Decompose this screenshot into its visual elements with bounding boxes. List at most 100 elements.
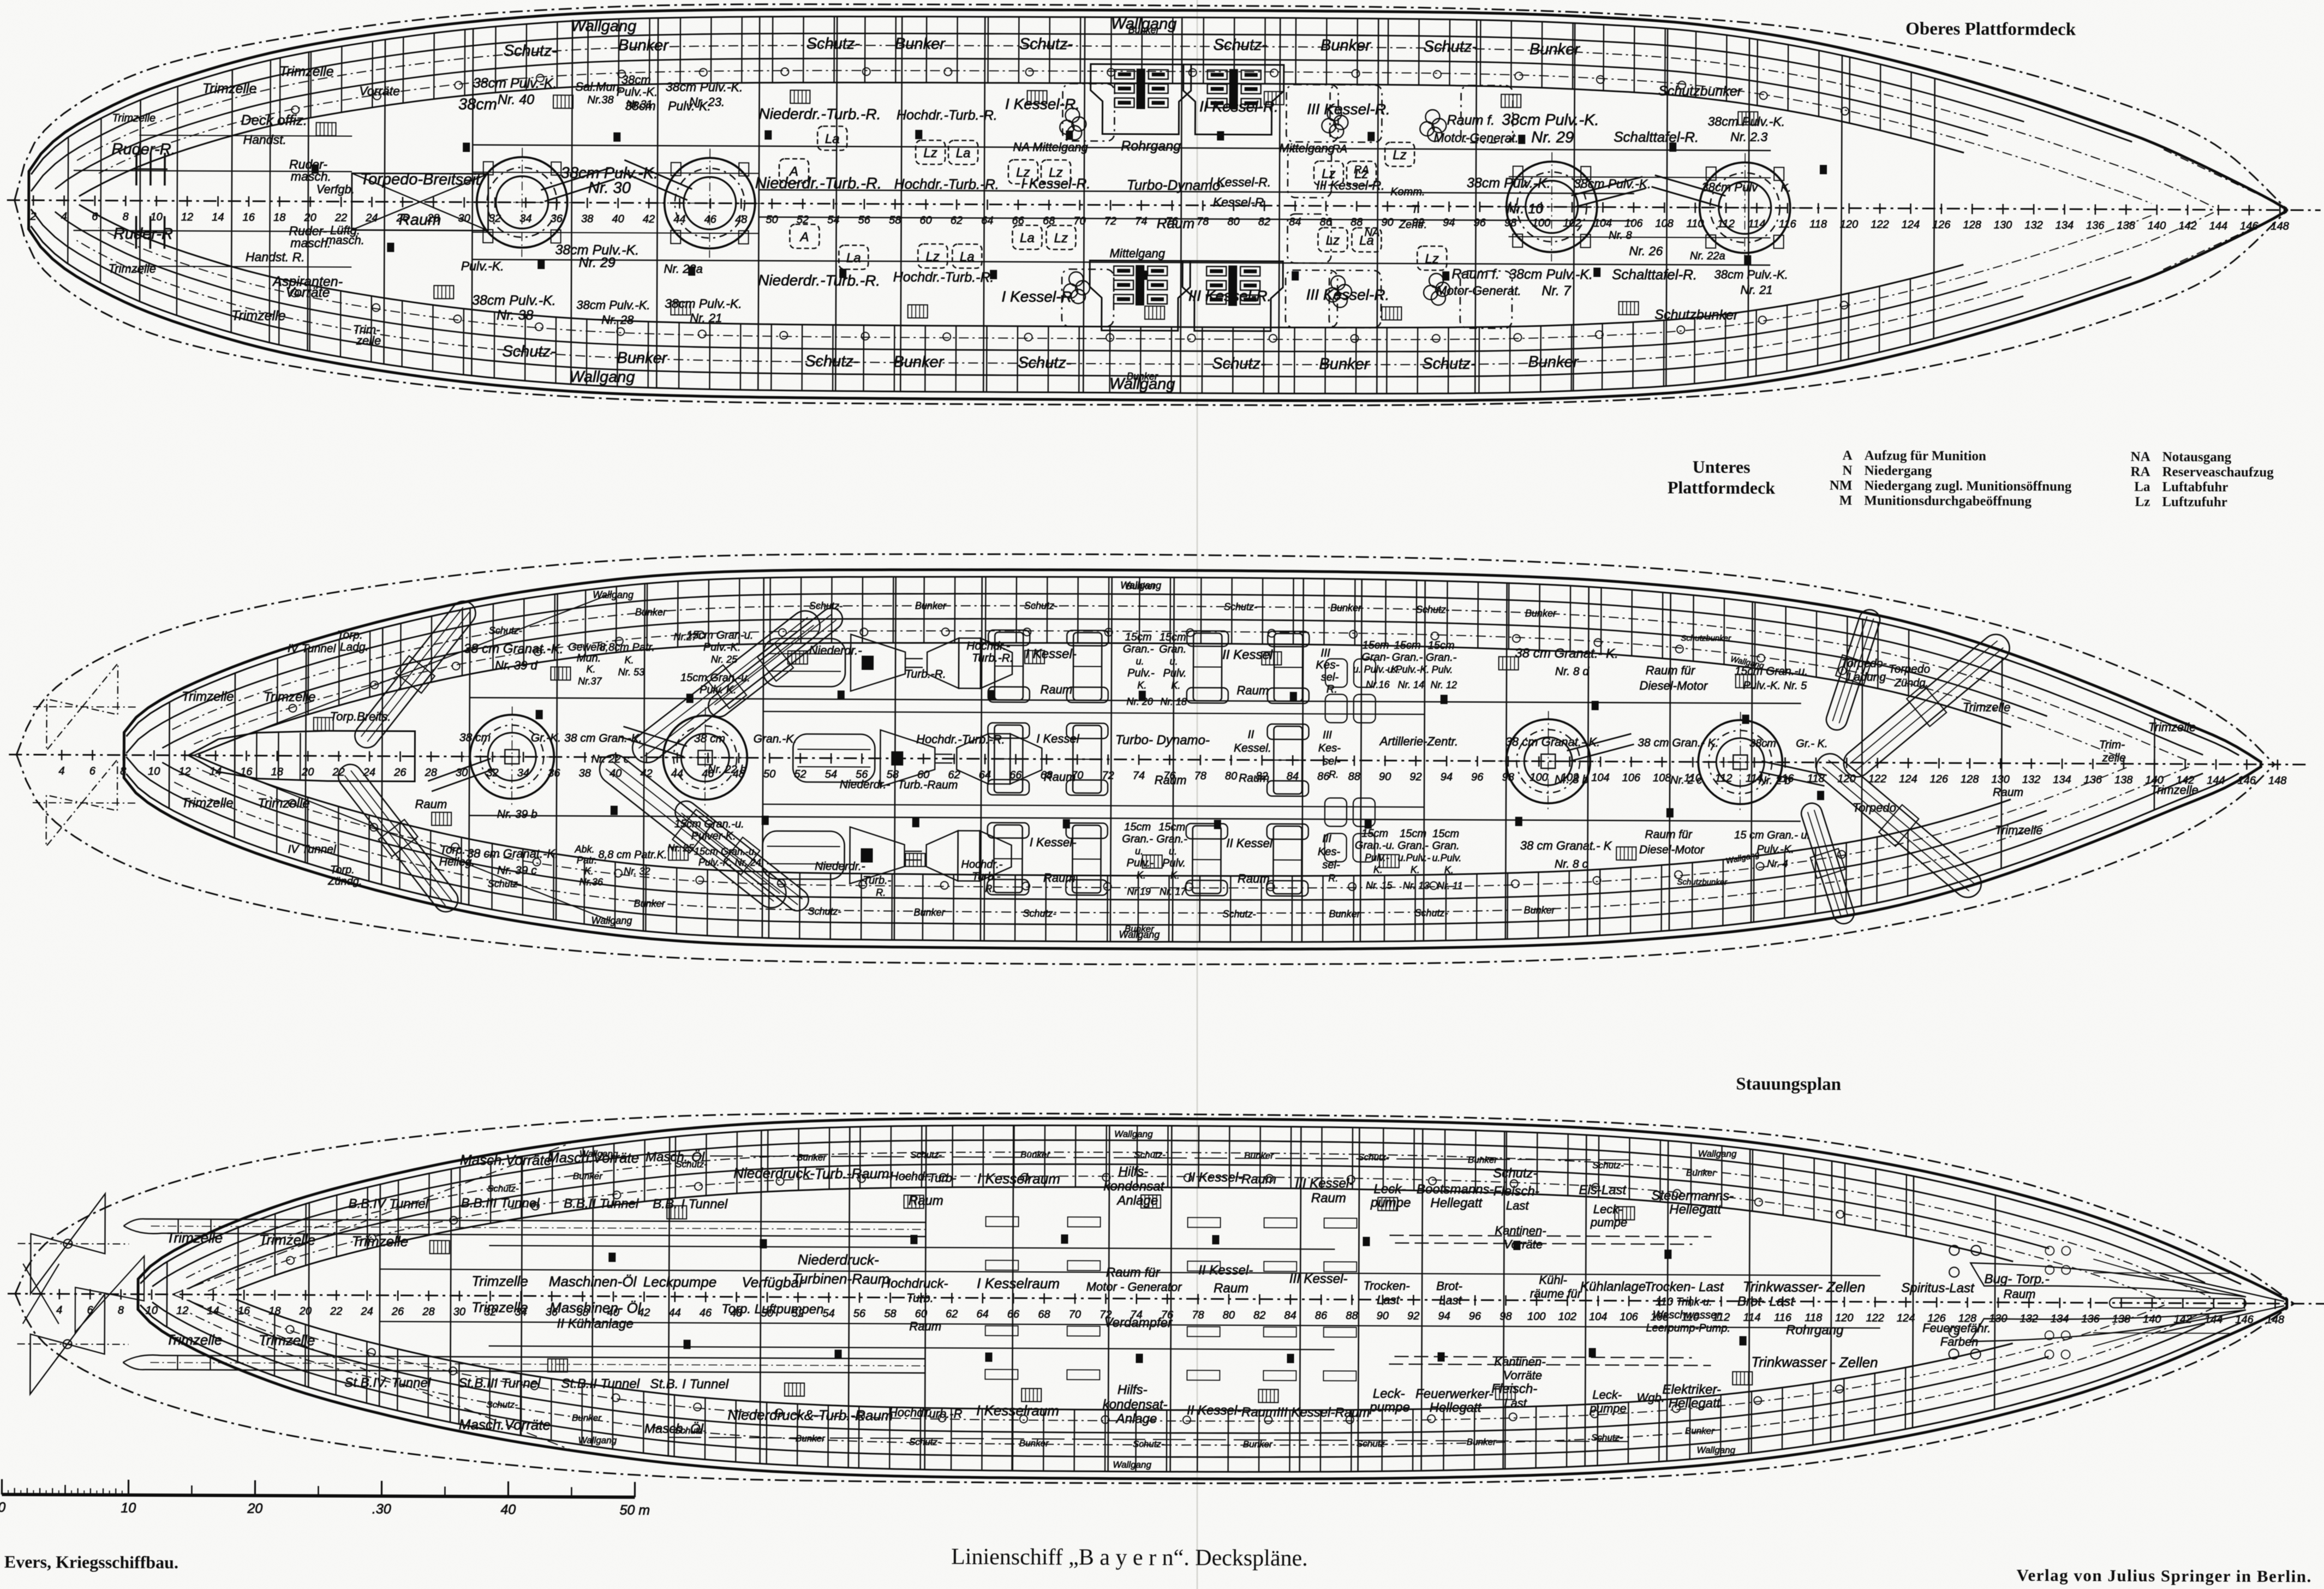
svg-text:M: M: [1839, 493, 1853, 508]
svg-text:Nr.37: Nr.37: [578, 676, 602, 686]
svg-text:Trinkwasser - Zellen: Trinkwasser - Zellen: [1751, 1354, 1878, 1371]
svg-text:Trimzelle: Trimzelle: [166, 1331, 223, 1348]
svg-text:Masch.Vorräte: Masch.Vorräte: [459, 1416, 551, 1433]
svg-text:Nr. 17: Nr. 17: [1160, 886, 1186, 897]
svg-text:96: 96: [1471, 771, 1484, 783]
svg-text:Bunker: Bunker: [796, 1433, 826, 1444]
svg-text:Bunker: Bunker: [1686, 1168, 1716, 1178]
svg-text:Wallgang: Wallgang: [1111, 15, 1177, 33]
svg-text:8: 8: [118, 1305, 124, 1317]
svg-text:Nr. 8: Nr. 8: [1609, 230, 1632, 242]
svg-text:38cm Pulv.-K.: 38cm Pulv.-K.: [561, 164, 658, 182]
svg-text:IV Tunnel: IV Tunnel: [288, 843, 337, 856]
svg-text:Brot-: Brot-: [1436, 1279, 1462, 1293]
svg-text:Hellegatt: Hellegatt: [1430, 1400, 1482, 1415]
svg-text:132: 132: [2024, 219, 2042, 231]
svg-text:Pulv.-: Pulv.-: [1127, 667, 1155, 679]
svg-text:128: 128: [1961, 773, 1979, 785]
svg-text:10: 10: [121, 1501, 136, 1516]
svg-text:118: 118: [1805, 1312, 1822, 1324]
svg-text:132: 132: [2022, 774, 2040, 786]
svg-text:104: 104: [1594, 217, 1612, 229]
svg-text:38cm Pulv.-K.: 38cm Pulv.-K.: [1467, 175, 1551, 191]
svg-text:pumpe: pumpe: [1370, 1196, 1411, 1210]
svg-text:28: 28: [422, 1306, 434, 1318]
svg-text:Nr. 8 c: Nr. 8 c: [1555, 858, 1588, 870]
svg-text:Wallgang: Wallgang: [1113, 1460, 1151, 1470]
svg-text:88: 88: [1348, 770, 1360, 782]
svg-text:38 cm Gran.- K.: 38 cm Gran.- K.: [1638, 737, 1718, 750]
svg-text:Bunker: Bunker: [1319, 355, 1370, 373]
svg-text:I Kessel-R.: I Kessel-R.: [1210, 175, 1271, 189]
svg-text:Munitionsdurchgabeöffnung: Munitionsdurchgabeöffnung: [1864, 493, 2032, 509]
svg-text:114: 114: [1746, 773, 1763, 785]
svg-text:70: 70: [1071, 769, 1083, 781]
svg-text:Hochdr.-Turb.-R.: Hochdr.-Turb.-R.: [916, 732, 1005, 746]
svg-text:94: 94: [1441, 771, 1453, 783]
svg-text:Nr. 2 c: Nr. 2 c: [1670, 774, 1702, 786]
svg-text:u.: u.: [1135, 846, 1143, 857]
svg-text:80: 80: [1225, 770, 1237, 782]
svg-text:15cm Gran.-u.: 15cm Gran.-u.: [1735, 665, 1808, 678]
svg-text:II Kühlanlage: II Kühlanlage: [557, 1316, 634, 1331]
svg-text:10: 10: [148, 766, 160, 778]
svg-text:78: 78: [1192, 1309, 1204, 1321]
svg-text:32: 32: [484, 1306, 496, 1318]
svg-text:Lüftg.: Lüftg.: [330, 223, 360, 237]
svg-text:Nr. 2 b: Nr. 2 b: [1758, 775, 1790, 787]
svg-text:Komm.: Komm.: [1390, 186, 1425, 198]
svg-text:6: 6: [92, 211, 98, 223]
svg-text:Lz: Lz: [1054, 231, 1068, 246]
svg-text:Hochdr.-: Hochdr.-: [966, 640, 1010, 652]
svg-text:Pulv.-: Pulv.-: [1127, 857, 1154, 869]
svg-text:94: 94: [1438, 1310, 1450, 1322]
svg-text:110 Trink-u.: 110 Trink-u.: [1656, 1296, 1712, 1308]
svg-text:Gran.-: Gran.-: [1397, 840, 1429, 852]
svg-text:Bunker: Bunker: [1244, 1150, 1274, 1161]
svg-text:42: 42: [640, 768, 652, 780]
svg-text:Trimzelle: Trimzelle: [259, 1232, 316, 1248]
svg-text:Niederdruck-: Niederdruck-: [798, 1251, 879, 1268]
svg-text:Elektriker-: Elektriker-: [1662, 1382, 1721, 1397]
svg-text:Nr.36: Nr.36: [579, 876, 604, 887]
svg-text:Gran-: Gran-: [1361, 652, 1390, 664]
svg-text:u.: u.: [1169, 846, 1177, 857]
svg-text:Schutz-: Schutz-: [809, 600, 843, 611]
svg-text:Bunker: Bunker: [1329, 909, 1360, 919]
svg-text:Raum: Raum: [909, 1319, 941, 1333]
svg-text:38: 38: [581, 213, 593, 225]
svg-text:Hellegatt: Hellegatt: [1430, 1196, 1483, 1210]
svg-text:Masch. Öl: Masch. Öl: [646, 1150, 705, 1164]
svg-text:48: 48: [730, 1307, 742, 1319]
svg-text:62: 62: [951, 214, 963, 226]
svg-text:84: 84: [1284, 1310, 1296, 1322]
svg-text:Nr.19: Nr.19: [1127, 886, 1151, 897]
svg-text:Wallgang: Wallgang: [1109, 375, 1175, 393]
svg-text:Nr. 25: Nr. 25: [667, 843, 694, 853]
svg-text:Schutz-: Schutz-: [1019, 35, 1073, 53]
svg-text:Wgb.: Wgb.: [1636, 1391, 1664, 1405]
svg-text:Oberes Plattformdeck: Oberes Plattformdeck: [1905, 19, 2076, 39]
svg-text:Torp.Breits.: Torp.Breits.: [330, 709, 391, 723]
svg-text:Trocken-: Trocken-: [1363, 1279, 1409, 1293]
svg-text:82: 82: [1258, 216, 1270, 228]
svg-text:44: 44: [668, 1307, 680, 1319]
svg-text:Nr. 22a: Nr. 22a: [664, 262, 702, 276]
svg-text:54: 54: [822, 1307, 834, 1319]
svg-text:Kes-: Kes-: [1318, 846, 1341, 858]
svg-text:Nr. 12: Nr. 12: [1431, 679, 1457, 690]
svg-text:Kes-: Kes-: [1316, 659, 1339, 671]
svg-text:Trimzelle: Trimzelle: [259, 1332, 315, 1348]
svg-text:130: 130: [1994, 219, 2012, 231]
svg-text:Turbo- Dynamo-: Turbo- Dynamo-: [1115, 733, 1210, 748]
svg-text:112: 112: [1717, 218, 1735, 230]
svg-text:Rohrgang: Rohrgang: [1121, 139, 1181, 154]
svg-text:Lz: Lz: [1016, 165, 1030, 180]
svg-text:82: 82: [1256, 770, 1268, 782]
svg-text:A: A: [788, 164, 798, 179]
svg-text:Trimzelle: Trimzelle: [2150, 783, 2198, 797]
svg-text:Wallgang: Wallgang: [579, 1149, 618, 1159]
svg-text:Turb.-Raum: Turb.-Raum: [898, 779, 958, 791]
svg-text:Pulver-K.: Pulver-K.: [691, 830, 736, 842]
svg-text:I Kessel-R.: I Kessel-R.: [1001, 288, 1076, 306]
